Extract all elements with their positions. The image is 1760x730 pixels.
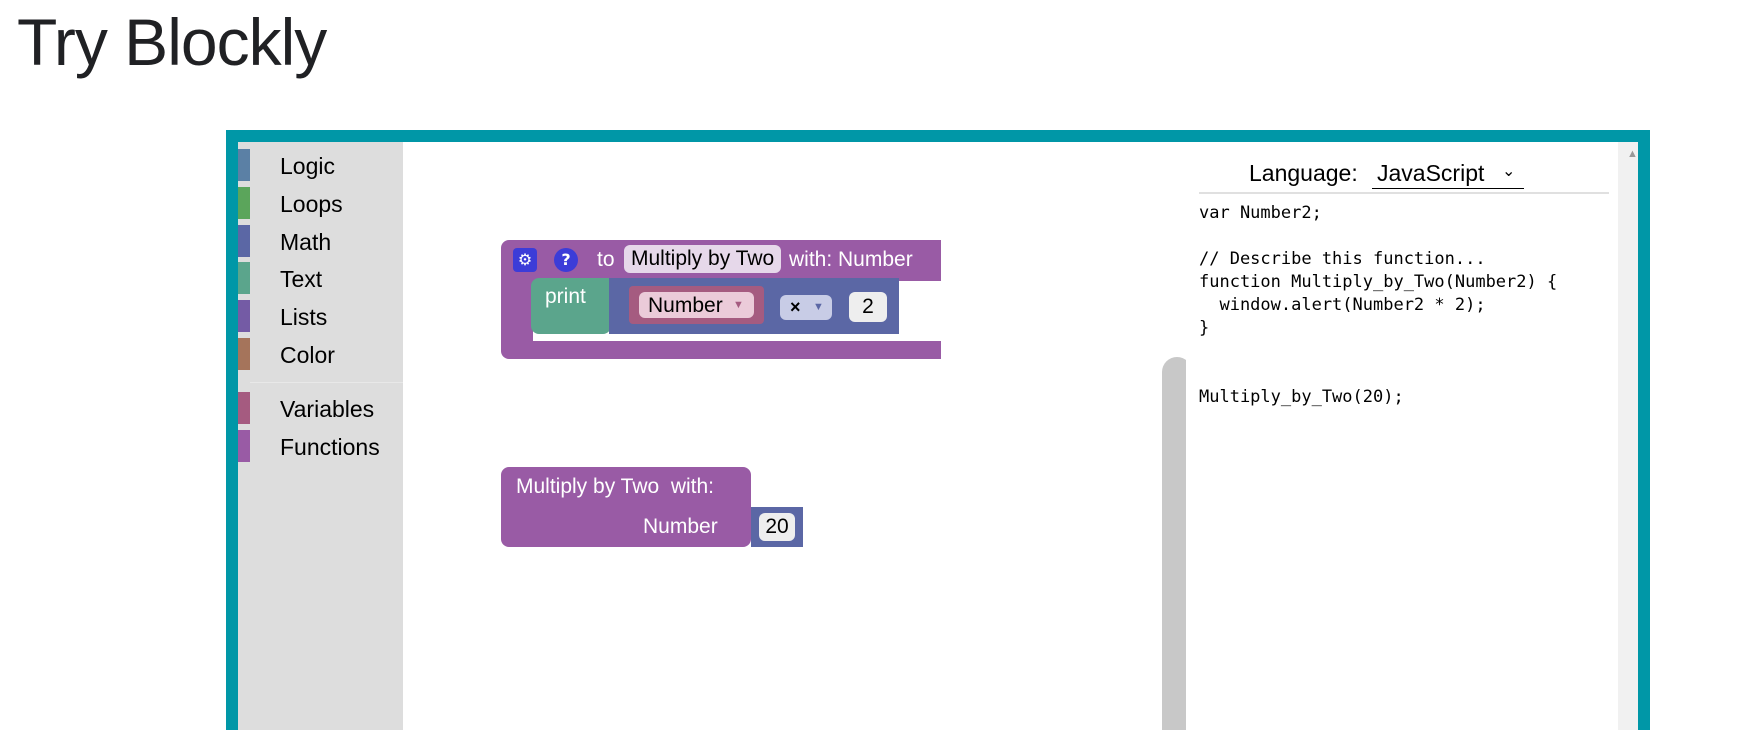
category-color-swatch (238, 149, 250, 181)
toolbox-item-variables[interactable]: Variables (238, 389, 403, 425)
procedure-name-field[interactable]: Multiply by Two (624, 245, 782, 273)
category-color-swatch (238, 187, 250, 219)
dropdown-caret-icon: ▼ (813, 301, 824, 313)
blockly-demo-frame: Logic Loops Math Text Lists Color (226, 130, 1650, 730)
toolbox-item-label: Loops (280, 191, 343, 217)
generated-code: var Number2; // Describe this function..… (1199, 203, 1558, 407)
code-panel-scrollbar[interactable]: ▲ (1618, 142, 1638, 730)
toolbox-item-text[interactable]: Text (238, 259, 403, 295)
variable-get-block[interactable]: Number ▼ (629, 286, 764, 324)
chevron-down-icon: ⌄ (1502, 161, 1516, 180)
toolbox-separator (250, 382, 403, 383)
category-color-swatch (238, 430, 250, 462)
procedure-params-label: with: Number (789, 248, 913, 271)
procedure-definition-spine (501, 281, 533, 341)
gear-icon[interactable]: ⚙ (513, 248, 537, 272)
blockly-demo-inner: Logic Loops Math Text Lists Color (238, 142, 1638, 730)
category-color-swatch (238, 392, 250, 424)
variable-dropdown[interactable]: Number ▼ (639, 292, 754, 318)
procedure-call-block[interactable]: Multiply by Two with: Number 20 (501, 467, 803, 547)
scroll-up-arrow-icon[interactable]: ▲ (1627, 148, 1638, 160)
operator-dropdown[interactable]: × ▼ (780, 295, 832, 320)
procedure-call-name: Multiply by Two with: (516, 475, 715, 498)
toolbox-item-lists[interactable]: Lists (238, 297, 403, 333)
dropdown-caret-icon: ▼ (733, 299, 744, 311)
print-label: print (545, 285, 586, 308)
toolbox: Logic Loops Math Text Lists Color (238, 142, 403, 730)
toolbox-item-label: Logic (280, 153, 335, 179)
number-field[interactable]: 2 (849, 292, 887, 322)
operator-symbol: × (790, 297, 801, 317)
blockly-workspace[interactable] (403, 142, 1180, 730)
category-color-swatch (238, 262, 250, 294)
procedure-call-body (501, 467, 751, 547)
toolbox-item-label: Functions (280, 434, 380, 460)
toolbox-item-label: Variables (280, 396, 375, 422)
procedure-definition-footer (501, 341, 941, 359)
page-title: Try Blockly (17, 5, 327, 79)
procedure-call-param: Number (643, 515, 718, 538)
toolbox-item-label: Lists (280, 304, 328, 330)
print-block[interactable]: print (531, 278, 611, 334)
toolbox-item-label: Math (280, 229, 332, 255)
procedure-to-label: to (597, 248, 615, 271)
category-color-swatch (238, 300, 250, 332)
toolbox-item-math[interactable]: Math (238, 222, 403, 258)
toolbox-item-logic[interactable]: Logic (238, 146, 403, 182)
toolbox-item-functions[interactable]: Functions (238, 427, 403, 463)
language-row: Language: JavaScript ⌄ (1199, 152, 1609, 194)
help-icon[interactable]: ? (554, 248, 578, 272)
category-color-swatch (238, 338, 250, 370)
variable-name: Number (648, 294, 723, 317)
code-panel: Language: JavaScript ⌄ var Number2; // D… (1186, 142, 1616, 730)
number-field[interactable]: 20 (759, 513, 795, 541)
toolbox-item-label: Color (280, 342, 335, 368)
toolbox-item-label: Text (280, 266, 323, 292)
toolbox-item-loops[interactable]: Loops (238, 184, 403, 220)
language-select-value: JavaScript (1377, 160, 1485, 186)
language-select[interactable]: JavaScript ⌄ (1372, 158, 1524, 189)
toolbox-item-color[interactable]: Color (238, 335, 403, 371)
arithmetic-block[interactable]: Number ▼ × ▼ 2 (609, 278, 899, 334)
category-color-swatch (238, 225, 250, 257)
number-block[interactable]: 20 (751, 507, 803, 547)
procedure-definition-block[interactable]: ⚙ ? to Multiply by Two with: Number prin… (501, 240, 941, 360)
language-label: Language: (1249, 160, 1358, 186)
